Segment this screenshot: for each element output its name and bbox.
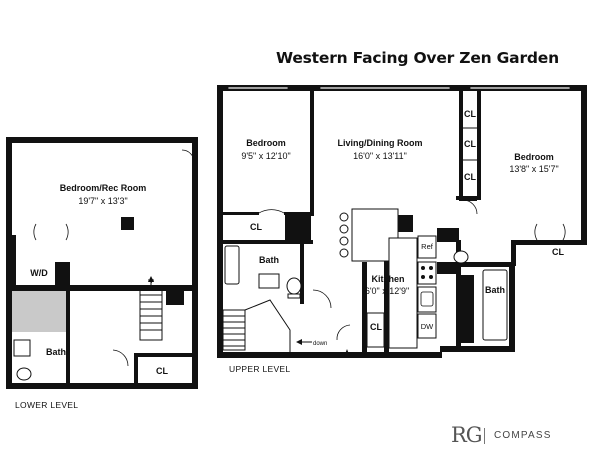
room-name-bath-upper-left: Bath — [259, 255, 279, 265]
ref-label: Ref — [421, 242, 434, 251]
room-name-bath-upper-right: Bath — [485, 285, 505, 295]
washer-dryer-label: W/D — [30, 268, 48, 278]
closet-label-4: CL — [250, 222, 262, 232]
room-dims-rec-room: 19'7" x 13'3" — [78, 196, 127, 206]
fixture-labels: CL CL CL CL CL CL CL W/D Ref DW up down — [30, 109, 564, 376]
room-name-bedroom-right: Bedroom — [514, 152, 554, 162]
closet-label-3: CL — [464, 172, 476, 182]
room-name-kitchen: Kitchen — [371, 274, 404, 284]
dishwasher-label: DW — [421, 322, 434, 331]
stair-up-label: up — [148, 278, 154, 284]
rg-logo: RG — [451, 423, 483, 447]
upper-level-caption: UPPER LEVEL — [229, 364, 290, 374]
lower-level-walls — [6, 137, 198, 389]
closet-label-5: CL — [552, 247, 564, 257]
room-name-bath-lower: Bath — [46, 347, 66, 357]
room-dims-bedroom-left: 9'5" x 12'10" — [241, 151, 290, 161]
closet-label-1: CL — [464, 109, 476, 119]
compass-logo: COMPASS — [494, 430, 552, 441]
stair-down-label: down — [313, 341, 327, 347]
room-dims-kitchen: 6'0" x 12'9" — [365, 286, 409, 296]
room-name-bedroom-left: Bedroom — [246, 138, 286, 148]
brand-divider — [484, 428, 485, 444]
room-name-rec-room: Bedroom/Rec Room — [60, 183, 147, 193]
upper-stair — [222, 299, 312, 352]
plan-title: Western Facing Over Zen Garden — [276, 49, 559, 67]
room-dims-living: 16'0" x 13'11" — [353, 151, 407, 161]
room-name-living: Living/Dining Room — [338, 138, 423, 148]
upper-windows — [227, 86, 571, 90]
room-labels: Bedroom 9'5" x 12'10" Living/Dining Room… — [46, 138, 559, 357]
closet-label-6: CL — [370, 322, 382, 332]
lower-stair — [139, 278, 163, 341]
lower-level-caption: LOWER LEVEL — [15, 400, 78, 410]
closet-label-2: CL — [464, 139, 476, 149]
room-dims-bedroom-right: 13'8" x 15'7" — [509, 164, 558, 174]
closet-label-7: CL — [156, 366, 168, 376]
